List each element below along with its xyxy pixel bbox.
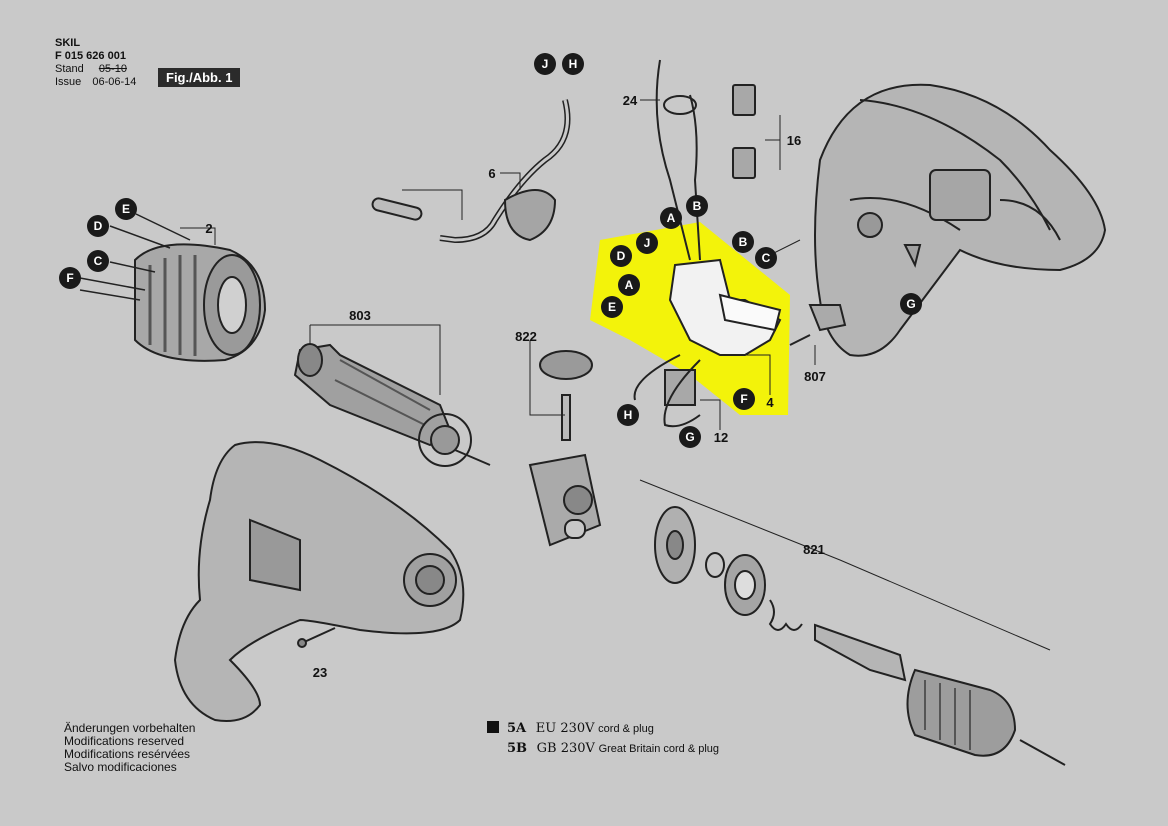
legend-desc: Great Britain cord & plug [598,743,720,755]
callout-a: A [660,207,682,229]
legend-code: 5B [507,741,528,756]
screw-23 [297,627,336,648]
switch-assembly [668,239,801,356]
part-label-803: 803 [349,308,371,323]
callout-e: E [115,198,137,220]
callout-j: J [534,53,556,75]
legend-square-icon [487,721,499,733]
drill-body [173,441,465,722]
part-label-12: 12 [713,430,729,445]
housing-half [814,83,1107,357]
footer-line-fr: Modifications resérvées [64,747,191,761]
stand-value: 05-10 [98,63,127,75]
footer-line-en: Modifications reserved [64,734,185,748]
part-label-821: 821 [803,542,825,557]
part-number: F 015 626 001 [55,50,126,62]
callout-f: F [59,267,81,289]
callout-e: E [601,296,623,318]
stand-row: Stand 05-10 [55,63,136,76]
footer-line-de: Änderungen vorbehalten [64,721,196,735]
issue-label: Issue [55,76,82,88]
issue-row: Issue 06-06-14 [55,76,136,89]
coil-leads [79,213,191,301]
cable-clips [655,59,756,261]
callout-g: G [900,293,922,315]
header-block: SKIL F 015 626 001 Stand 05-10 Issue 06-… [55,37,136,89]
armature [293,343,491,467]
legend-row-5a: 5A EU 230V cord & plug [487,720,654,736]
part-label-6: 6 [488,166,496,181]
legend-row-5b: 5B GB 230V Great Britain cord & plug [487,740,719,756]
cord-strain-relief [371,99,571,244]
gear-train [654,506,907,682]
part-label-23: 23 [312,665,328,680]
part-label-2: 2 [205,221,213,236]
callout-h: H [617,404,639,426]
legend-desc: cord & plug [598,723,654,735]
legend-voltage: EU 230V [535,721,595,736]
callout-h: H [562,53,584,75]
field-coil [134,243,267,362]
callout-b: B [732,231,754,253]
part-label-807: 807 [804,369,826,384]
callout-b: B [686,195,708,217]
callout-c: C [87,250,109,272]
brush-clip [789,244,922,346]
stand-label: Stand [55,63,84,75]
part-label-4: 4 [766,395,774,410]
callout-d: D [87,215,109,237]
callout-d: D [610,245,632,267]
callout-a: A [618,274,640,296]
legend-voltage: GB 230V [536,741,595,756]
drill-chuck [906,668,1066,766]
part-label-822: 822 [515,329,537,344]
part-label-24: 24 [622,93,638,108]
speed-knob [528,350,602,547]
callout-f: F [733,388,755,410]
callout-j: J [636,232,658,254]
footer-notes: Änderungen vorbehalten Modifications res… [64,722,195,774]
leader-lines [180,99,1051,651]
callout-g: G [679,426,701,448]
figure-label: Fig./Abb. 1 [158,68,241,87]
part-label-16: 16 [786,133,802,148]
brush-holders [633,354,701,428]
footer-line-es: Salvo modificaciones [64,760,177,774]
callout-c: C [755,247,777,269]
brand-name: SKIL [55,37,81,49]
legend-code: 5A [507,721,527,736]
issue-value: 06-06-14 [92,76,137,88]
